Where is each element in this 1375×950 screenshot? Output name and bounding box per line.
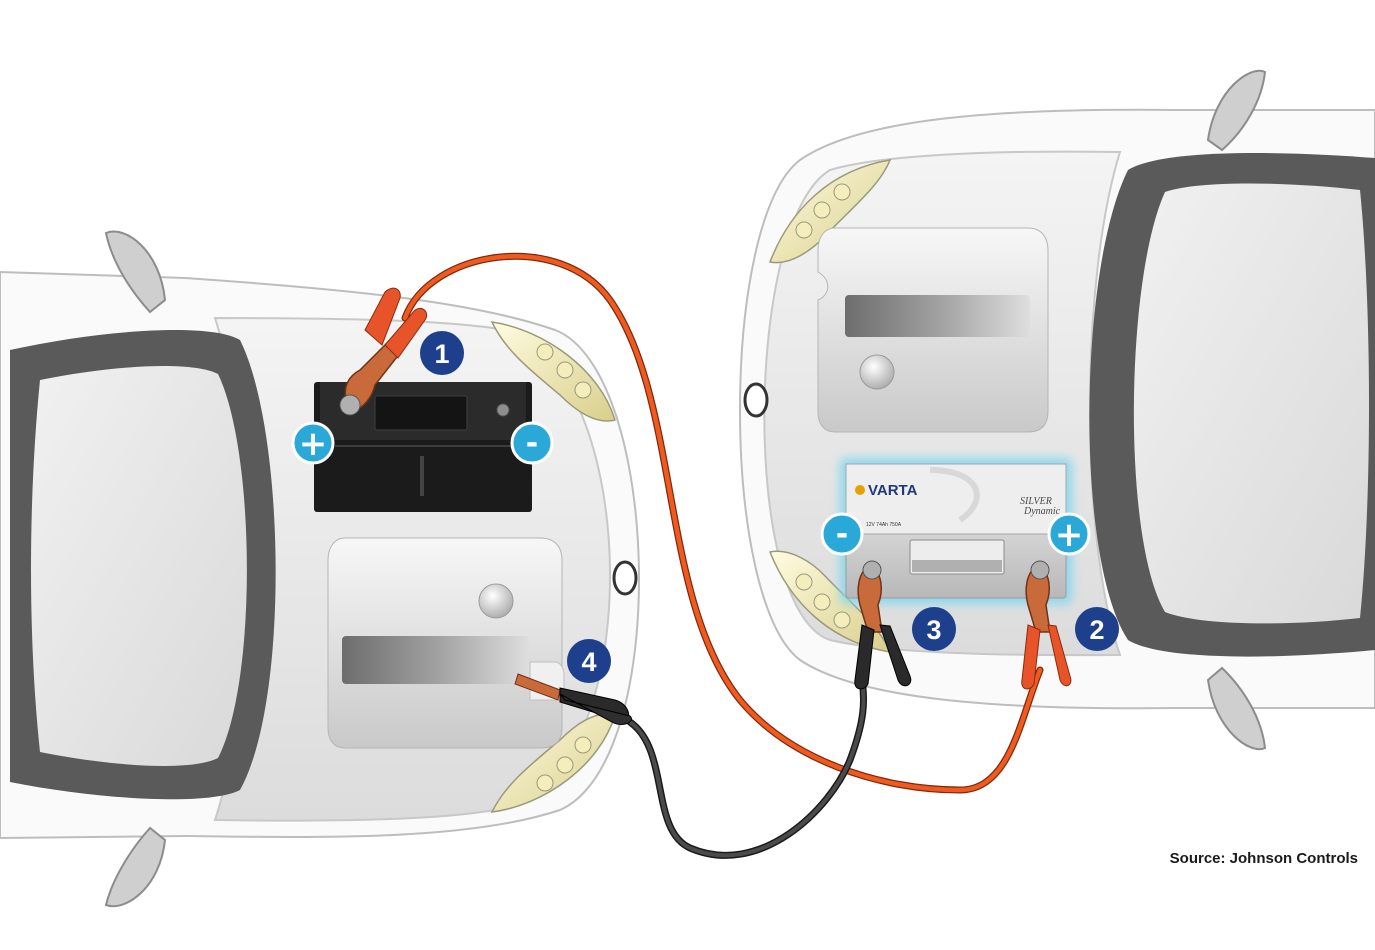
black-clamp-4 (514, 673, 632, 725)
step-number-1: 1 (434, 339, 449, 369)
left-car-windshield (31, 366, 247, 766)
right-negative-sign: - (836, 517, 848, 552)
right-car-mirror-top (1206, 69, 1267, 152)
left-negative-sign: - (526, 426, 538, 461)
left-car-headlight-bottom (490, 713, 616, 813)
right-car-battery: VARTA SILVER Dynamic 12V 74Ah 750A (840, 458, 1072, 604)
right-car-headlight-top (768, 159, 892, 264)
left-car-mirror-bottom (104, 826, 167, 908)
right-car-emblem (743, 382, 769, 418)
right-negative-terminal-badge: - (820, 512, 864, 556)
right-car-engine-cover (817, 227, 1049, 433)
left-positive-sign: + (299, 424, 328, 464)
step-badge-4: 4 (567, 639, 611, 683)
step-badge-2: 2 (1075, 607, 1119, 651)
right-car-headlight-bottom (768, 550, 892, 653)
step-number-2: 2 (1089, 615, 1104, 645)
left-negative-terminal-badge: - (510, 421, 554, 465)
step-badge-3: 3 (912, 607, 956, 651)
source-credit: Source: Johnson Controls (1170, 850, 1358, 867)
left-car (0, 230, 640, 908)
black-clamp-3 (854, 560, 912, 690)
cables (401, 252, 1044, 859)
right-car: VARTA SILVER Dynamic 12V 74Ah 750A (739, 69, 1375, 751)
left-car-engine-cover (327, 537, 565, 749)
left-car-emblem (612, 560, 638, 596)
step-badge-1: 1 (420, 331, 464, 375)
battery-spec: 12V 74Ah 750A (866, 522, 902, 528)
left-car-mirror-top (104, 230, 167, 314)
left-positive-terminal-badge: + (291, 421, 335, 465)
battery-model-line2: Dynamic (1023, 506, 1061, 517)
battery-model-line1: SILVER (1020, 496, 1052, 507)
red-clamp-1 (339, 287, 428, 416)
right-car-mirror-bottom (1206, 666, 1267, 751)
step-number-3: 3 (926, 615, 941, 645)
right-positive-sign: + (1055, 515, 1084, 555)
red-clamp-2 (1021, 560, 1072, 690)
battery-brand: VARTA (868, 482, 918, 499)
step-number-4: 4 (581, 647, 596, 677)
left-car-headlight-top (490, 321, 616, 422)
right-car-windshield (1133, 183, 1369, 624)
right-positive-terminal-badge: + (1047, 512, 1091, 556)
